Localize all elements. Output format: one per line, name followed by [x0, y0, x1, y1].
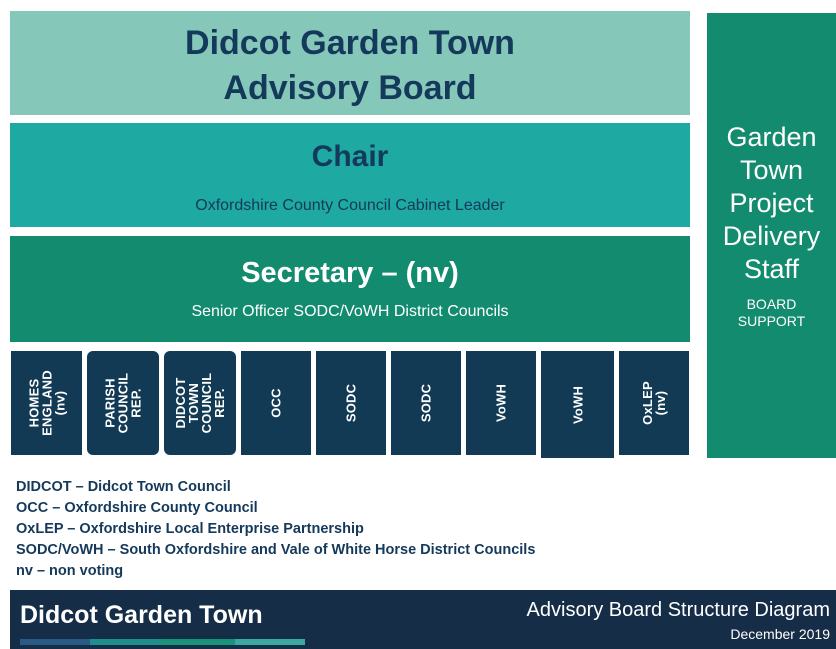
footer-stripe-segment: [90, 639, 160, 645]
chair-title: Chair: [311, 140, 389, 173]
member-label: DIDCOT TOWN COUNCIL REP.: [173, 372, 227, 434]
member-label: SODC: [418, 383, 434, 423]
chair-box: Chair Oxfordshire County Council Cabinet…: [10, 123, 690, 227]
member-box-sodc-1: SODC: [316, 351, 386, 455]
board-support-label: BOARD SUPPORT: [737, 296, 806, 329]
secretary-title: Secretary – (nv): [241, 257, 459, 289]
footer-diagram-title: Advisory Board Structure Diagram: [526, 599, 830, 621]
legend-item: nv – non voting: [16, 563, 124, 579]
footer-stripe-segment: [20, 639, 90, 645]
member-label: VoWH: [570, 385, 585, 424]
chair-subtitle: Oxfordshire County Council Cabinet Leade…: [195, 197, 505, 214]
member-label: PARISH COUNCIL REP.: [102, 372, 144, 434]
delivery-staff-title: Garden Town Project Delivery Staff: [722, 122, 821, 284]
member-box-homes-england: HOMES ENGLAND (nv): [11, 351, 82, 455]
secretary-subtitle: Senior Officer SODC/VoWH District Counci…: [191, 303, 509, 320]
board-title-line2: Advisory Board: [223, 69, 477, 107]
member-box-vowh-2: VoWH: [541, 351, 614, 458]
footer-brand-logo: Didcot Garden Town: [20, 601, 263, 629]
board-title-box: Didcot Garden Town Advisory Board: [10, 11, 690, 115]
legend-item: DIDCOT – Didcot Town Council: [16, 479, 231, 495]
delivery-staff-box: Garden Town Project Delivery Staff BOARD…: [707, 13, 836, 458]
member-box-oxlep: OxLEP (nv): [619, 351, 689, 455]
legend-item: SODC/VoWH – South Oxfordshire and Vale o…: [16, 542, 536, 558]
member-box-occ: OCC: [241, 351, 311, 455]
legend-item: OCC – Oxfordshire County Council: [16, 500, 258, 516]
abbreviation-legend: DIDCOT – Didcot Town Council OCC – Oxfor…: [16, 477, 676, 582]
secretary-box: Secretary – (nv) Senior Officer SODC/VoW…: [10, 236, 690, 342]
member-label: OxLEP (nv): [640, 381, 668, 425]
member-box-didcot-town-council: DIDCOT TOWN COUNCIL REP.: [164, 351, 236, 455]
member-box-sodc-2: SODC: [391, 351, 461, 455]
member-box-vowh-1: VoWH: [466, 351, 536, 455]
member-label: SODC: [343, 383, 359, 423]
footer-stripe-segment: [235, 639, 305, 645]
member-box-parish-council: PARISH COUNCIL REP.: [87, 351, 159, 455]
member-label: HOMES ENGLAND (nv): [26, 370, 67, 436]
member-label: OCC: [268, 388, 284, 418]
footer-date: December 2019: [730, 626, 830, 642]
footer-stripe-segment: [160, 639, 235, 645]
board-title-line1: Didcot Garden Town: [185, 24, 515, 62]
footer-bar: Didcot Garden Town Advisory Board Struct…: [10, 590, 836, 649]
legend-item: OxLEP – Oxfordshire Local Enterprise Par…: [16, 521, 364, 537]
member-label: VoWH: [493, 383, 509, 423]
